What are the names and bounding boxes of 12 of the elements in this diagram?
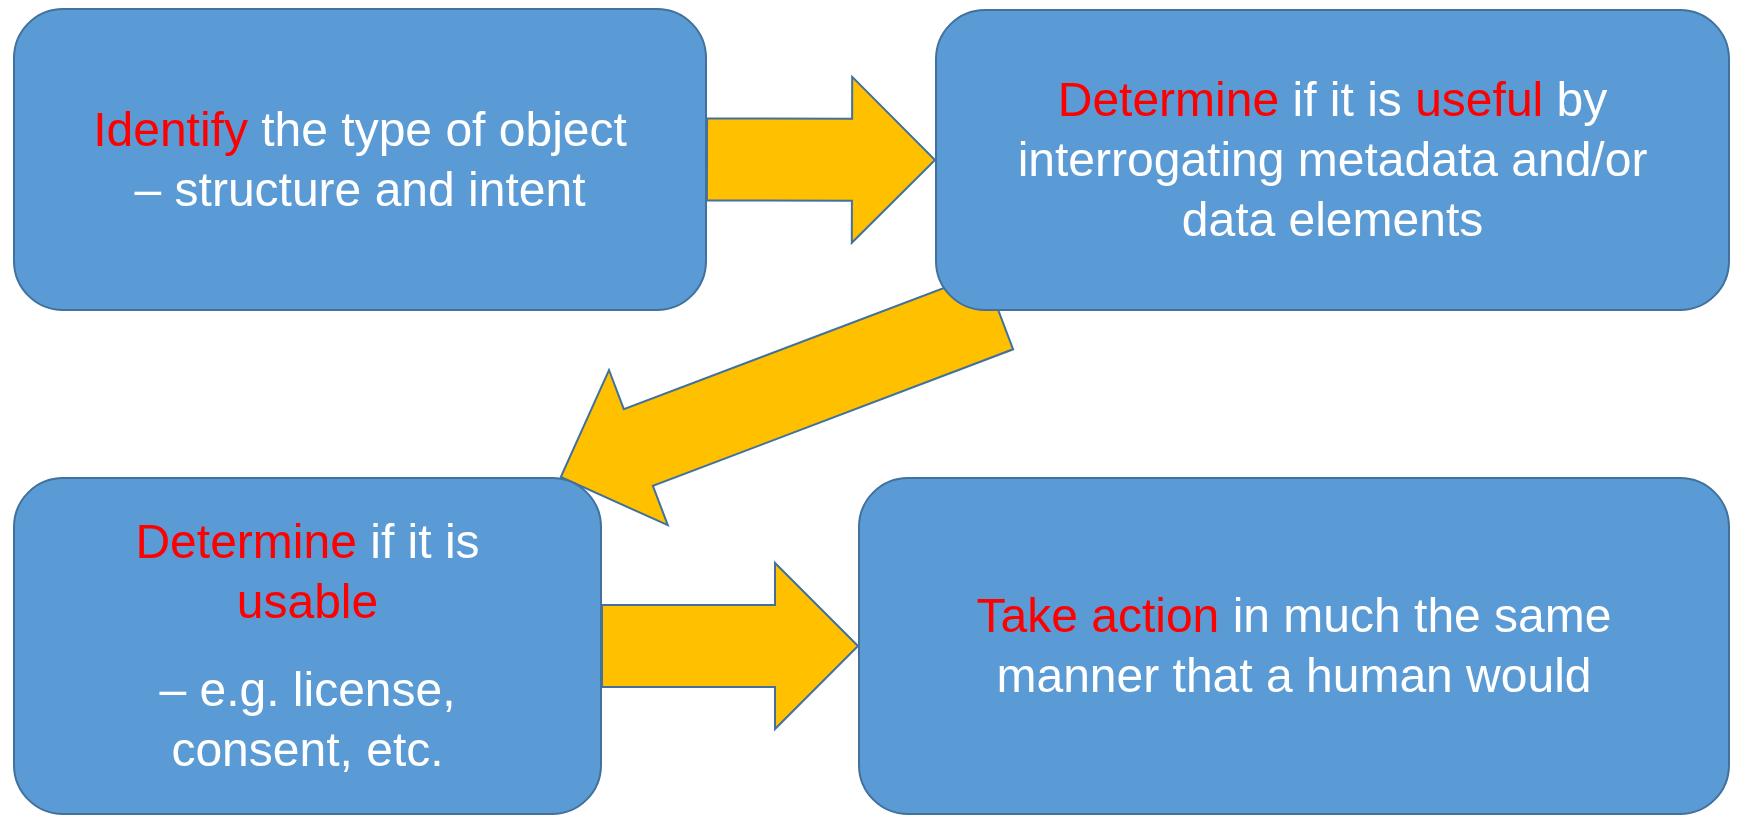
box-text: – structure and intent: [134, 161, 586, 218]
box-text: Take action in much the same manner that a human would: [975, 588, 1613, 704]
block-arrow: [601, 560, 860, 732]
process-box: [13, 477, 602, 815]
box-text: Determine if it is usable: [134, 514, 481, 630]
process-box: [935, 9, 1730, 311]
block-arrow: [705, 74, 937, 246]
box-text: Determine if it is useful by interrogating metadata and/or data elements: [1016, 72, 1649, 248]
box-text: – e.g. license, consent, etc.: [158, 662, 457, 778]
process-box: [13, 8, 707, 311]
box-text: Identify the type of object: [93, 101, 627, 158]
process-box: [858, 477, 1730, 815]
